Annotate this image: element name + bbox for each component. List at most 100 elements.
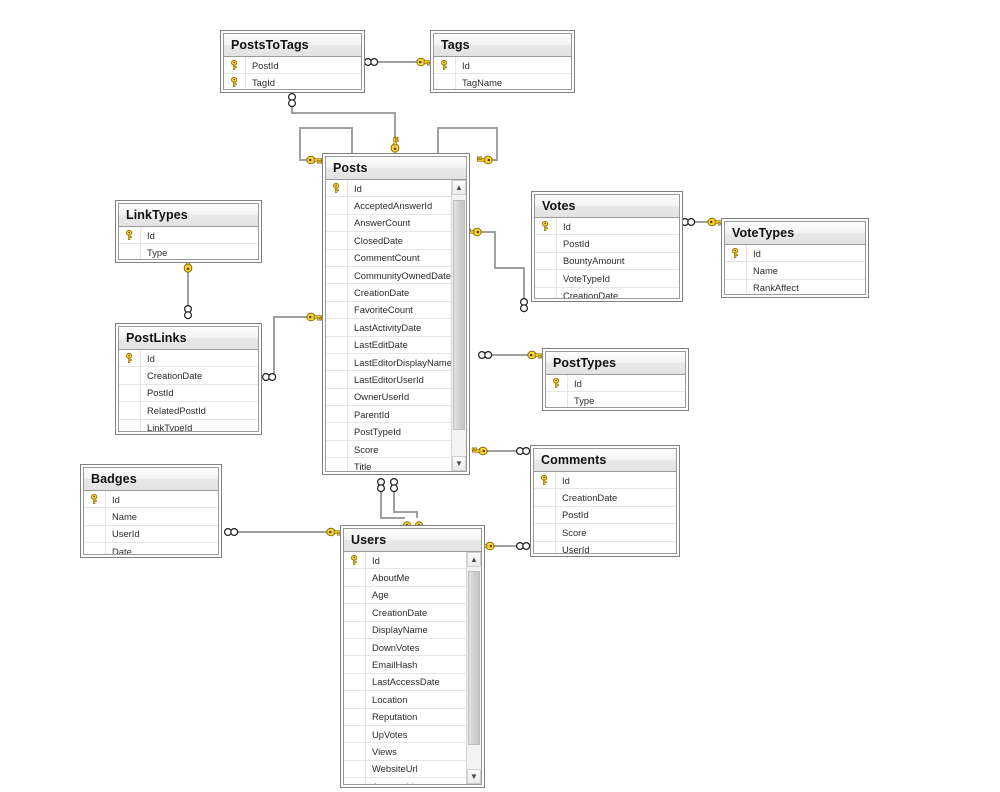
table-row[interactable]: PostTypeId xyxy=(326,423,451,441)
table-row[interactable]: LinkTypeId xyxy=(119,419,258,431)
table-row[interactable]: CreationDate xyxy=(535,287,679,298)
table-row[interactable]: CreationDate xyxy=(344,604,466,622)
row-key-gutter xyxy=(344,673,366,691)
table-row[interactable]: Name xyxy=(84,508,218,526)
table-row[interactable]: LastEditDate xyxy=(326,336,451,354)
key-icon xyxy=(351,554,358,565)
table-row[interactable]: Views xyxy=(344,743,466,761)
table-row[interactable]: Type xyxy=(119,244,258,259)
table-row[interactable]: LastEditorUserId xyxy=(326,371,451,389)
table-scrollbar[interactable]: ▲▼ xyxy=(466,552,481,784)
table-header[interactable]: VoteTypes xyxy=(725,222,865,245)
table-row[interactable]: DownVotes xyxy=(344,638,466,657)
table-row[interactable]: LastEditorDisplayName xyxy=(326,353,451,372)
table-header[interactable]: Posts xyxy=(326,157,466,180)
table-row[interactable]: AcceptedAnswerId xyxy=(326,197,451,215)
scrollbar-track[interactable] xyxy=(452,195,466,456)
table-header[interactable]: PostLinks xyxy=(119,327,258,350)
table-row[interactable]: Age xyxy=(344,586,466,605)
table-row[interactable]: UserId xyxy=(534,541,676,553)
table-row[interactable]: ParentId xyxy=(326,406,451,424)
scrollbar-thumb[interactable] xyxy=(453,200,465,430)
table-row[interactable]: BountyAmount xyxy=(535,252,679,271)
table-scrollbar[interactable]: ▲▼ xyxy=(451,180,466,471)
table-row[interactable]: Title xyxy=(326,458,451,471)
column-name: UpVotes xyxy=(372,728,408,740)
table-row[interactable]: TagId xyxy=(224,74,361,89)
table-row[interactable]: Id xyxy=(546,375,685,393)
scroll-down-button[interactable]: ▼ xyxy=(452,456,466,471)
table-row[interactable]: UserId xyxy=(84,525,218,544)
table-row[interactable]: VoteTypeId xyxy=(535,270,679,288)
table-row[interactable]: AccountId xyxy=(344,778,466,784)
table-row[interactable]: OwnerUserId xyxy=(326,388,451,407)
table-row[interactable]: DisplayName xyxy=(344,621,466,639)
table-header[interactable]: PostsToTags xyxy=(224,34,361,57)
table-row[interactable]: CreationDate xyxy=(534,489,676,507)
scroll-down-button[interactable]: ▼ xyxy=(467,769,481,784)
table-header[interactable]: Votes xyxy=(535,195,679,218)
scroll-up-button[interactable]: ▲ xyxy=(467,552,481,567)
table-row[interactable]: RelatedPostId xyxy=(119,402,258,420)
table-header[interactable]: PostTypes xyxy=(546,352,685,375)
table-row[interactable]: TagName xyxy=(434,74,571,89)
table-header[interactable]: Comments xyxy=(534,449,676,472)
row-key-gutter xyxy=(535,218,557,235)
table-row[interactable]: Score xyxy=(534,524,676,542)
table-row[interactable]: Id xyxy=(326,180,451,198)
scrollbar-track[interactable] xyxy=(467,567,481,769)
table-row[interactable]: WebsiteUrl xyxy=(344,760,466,779)
table-row[interactable]: AnswerCount xyxy=(326,214,451,233)
table-row[interactable]: Location xyxy=(344,691,466,709)
scrollbar-thumb[interactable] xyxy=(468,571,480,745)
table-row[interactable]: Id xyxy=(725,245,865,263)
table-row[interactable]: PostId xyxy=(535,235,679,253)
table-row[interactable]: CreationDate xyxy=(326,284,451,302)
table-row[interactable]: PostId xyxy=(534,506,676,525)
table-row[interactable]: Score xyxy=(326,440,451,459)
table-header[interactable]: Tags xyxy=(434,34,571,57)
table-row[interactable]: ClosedDate xyxy=(326,232,451,250)
table-row[interactable]: Name xyxy=(725,262,865,280)
table-row[interactable]: UpVotes xyxy=(344,725,466,744)
table-row[interactable]: Id xyxy=(535,218,679,236)
table-header[interactable]: Users xyxy=(344,529,481,552)
table-row[interactable]: PostId xyxy=(224,57,361,75)
table-row[interactable]: Id xyxy=(534,472,676,490)
table-row[interactable]: CreationDate xyxy=(119,367,258,385)
table-row[interactable]: AboutMe xyxy=(344,569,466,587)
table-row[interactable]: Reputation xyxy=(344,708,466,726)
table-row[interactable]: Id xyxy=(119,227,258,245)
table-row[interactable]: RankAffect xyxy=(725,279,865,294)
table-row[interactable]: Id xyxy=(119,350,258,368)
table-row[interactable]: EmailHash xyxy=(344,656,466,674)
table-row[interactable]: CommentCount xyxy=(326,249,451,267)
table-row[interactable]: Type xyxy=(546,392,685,407)
table-row[interactable]: Id xyxy=(434,57,571,75)
table-row[interactable]: Date xyxy=(84,543,218,554)
table-header[interactable]: Badges xyxy=(84,468,218,491)
table-row[interactable]: LastAccessDate xyxy=(344,673,466,692)
table-row[interactable]: Id xyxy=(84,491,218,509)
table-row[interactable]: LastActivityDate xyxy=(326,319,451,337)
table-row[interactable]: PostId xyxy=(119,384,258,403)
table-row[interactable]: FavoriteCount xyxy=(326,301,451,320)
scroll-up-button[interactable]: ▲ xyxy=(452,180,466,195)
table-row[interactable]: Id xyxy=(344,552,466,570)
table-row[interactable]: CommunityOwnedDate xyxy=(326,266,451,285)
table-header[interactable]: LinkTypes xyxy=(119,204,258,227)
